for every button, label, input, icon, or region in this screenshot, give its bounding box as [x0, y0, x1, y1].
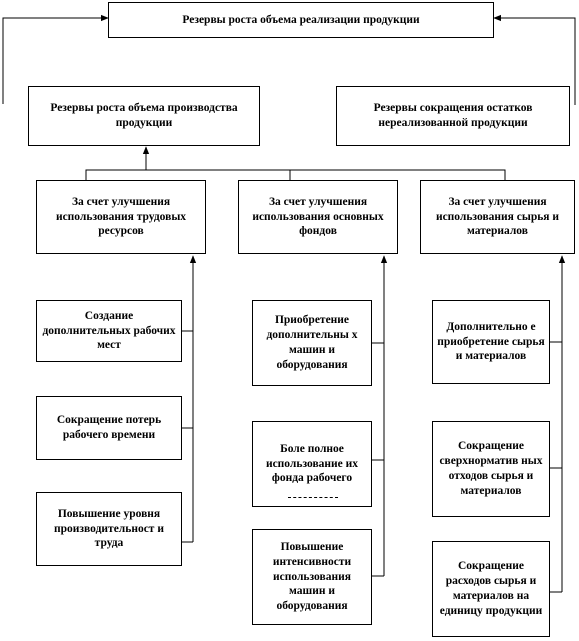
assets-item-2-label: Боле полное использование их фонда рабоч… [265, 442, 359, 485]
assets-item-3-label: Повышение интенсивности использования ма… [272, 540, 352, 613]
production-reserves-box: Резервы роста объема производства продук… [28, 86, 260, 146]
top-reserves-label: Резервы роста объема реализации продукци… [182, 13, 420, 26]
labour-item-2-box: Сокращение потерь рабочего времени [36, 396, 182, 460]
materials-item-1-box: Дополнительно е приобретение сырья и мат… [432, 300, 550, 384]
category-assets-box: За счет улучшения использования основных… [238, 180, 398, 254]
category-materials-box: За счет улучшения использования сырья и … [420, 180, 575, 254]
labour-item-3-box: Повышение уровня производительност и тру… [36, 492, 182, 566]
materials-item-3-box: Сокращение расходов сырья и материалов н… [432, 541, 550, 637]
labour-item-3-label: Повышение уровня производительност и тру… [54, 507, 164, 550]
assets-item-2-dashes [288, 497, 338, 498]
assets-item-3-box: Повышение интенсивности использования ма… [252, 529, 372, 625]
materials-item-3-label: Сокращение расходов сырья и материалов н… [439, 560, 543, 617]
labour-item-1-label: Создание дополнительных рабочих мест [42, 309, 176, 352]
category-labour-box: За счет улучшения использования трудовых… [36, 180, 206, 254]
production-reserves-label: Резервы роста объема производства продук… [50, 102, 238, 129]
labour-item-2-label: Сокращение потерь рабочего времени [56, 414, 162, 441]
materials-item-1-label: Дополнительно е приобретение сырья и мат… [437, 320, 545, 363]
top-reserves-box: Резервы роста объема реализации продукци… [108, 2, 494, 38]
connector-production-to-top [2, 14, 109, 104]
assets-item-2-box: Боле полное использование их фонда рабоч… [252, 421, 372, 507]
assets-item-1-label: Приобретение дополнительны х машин и обо… [266, 314, 358, 371]
labour-item-1-box: Создание дополнительных рабочих мест [36, 300, 182, 362]
connector-categories-bus [85, 169, 506, 180]
materials-item-2-label: Сокращение сверхнорматив ных отходов сыр… [439, 440, 543, 497]
category-labour-label: За счет улучшения использования трудовых… [55, 195, 187, 238]
materials-item-2-box: Сокращение сверхнорматив ных отходов сыр… [432, 421, 550, 517]
inventory-reserves-label: Резервы сокращения остатков нереализован… [373, 102, 533, 129]
category-materials-label: За счет улучшения использования сырья и … [435, 195, 560, 238]
inventory-reserves-box: Резервы сокращения остатков нереализован… [336, 86, 570, 146]
assets-item-1-box: Приобретение дополнительны х машин и обо… [252, 300, 372, 386]
connector-inventory-to-top [493, 14, 576, 105]
category-assets-label: За счет улучшения использования основных… [252, 195, 384, 238]
